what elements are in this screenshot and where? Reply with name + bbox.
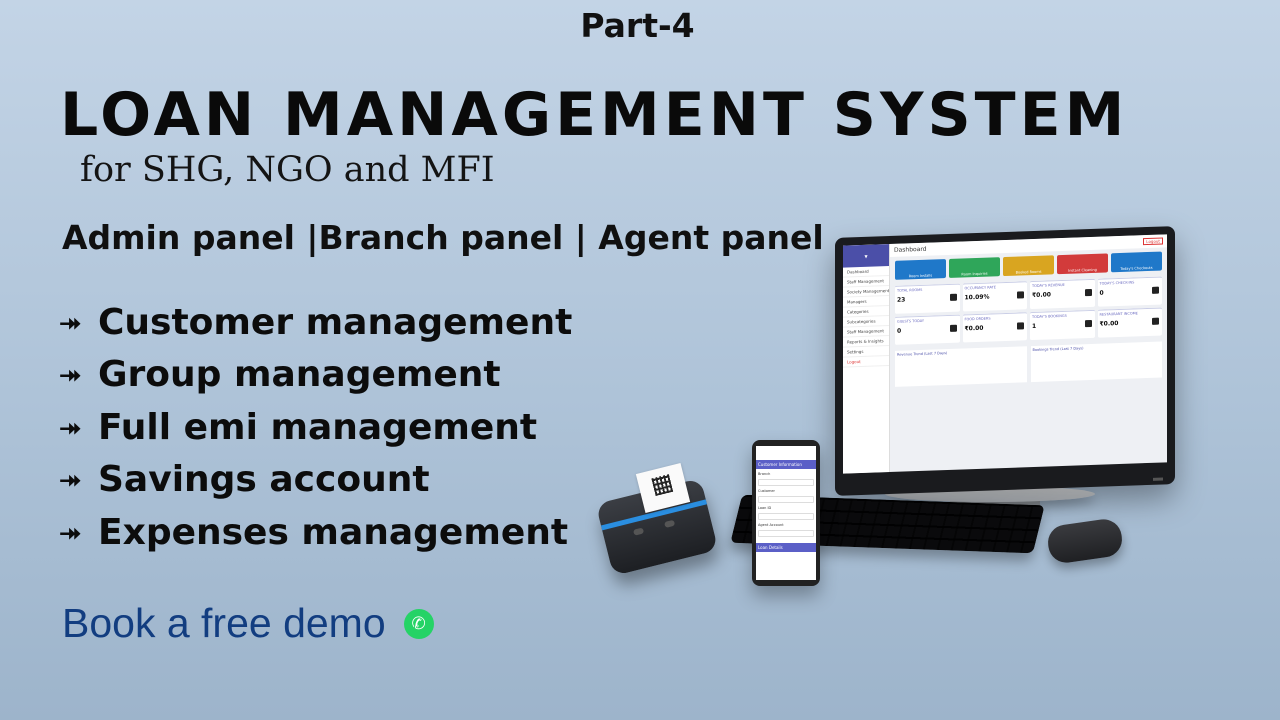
page-subtitle: for SHG, NGO and MFI — [80, 150, 495, 190]
feature-item: ⯮ Expenses management — [60, 506, 572, 559]
stat-label: TOTAL ROOMS — [897, 287, 923, 293]
quick-action-tile: Instant Cleaning — [1057, 253, 1108, 275]
stat-label: TODAY'S REVENUE — [1032, 282, 1065, 289]
stat-card: TODAY'S CHECK-INS 0 — [1097, 276, 1162, 307]
feature-item: ⯮ Savings account — [60, 454, 572, 507]
arrow-bullet-icon: ⯮ — [60, 411, 81, 442]
phone-field — [758, 479, 814, 486]
stat-card: TOTAL ROOMS 23 — [895, 283, 960, 314]
whatsapp-icon[interactable]: ✆ — [403, 608, 434, 639]
stat-label: RESTAURANT INCOME — [1099, 311, 1138, 317]
logout-button: Logout — [1143, 237, 1163, 246]
feature-item: ⯮ Full emi management — [60, 401, 572, 454]
phone-section-header: Loan Details — [756, 543, 816, 552]
quick-action-tile: Today's Checkouts — [1111, 251, 1162, 273]
arrow-bullet-icon: ⯮ — [60, 516, 81, 547]
phone-field — [758, 496, 814, 503]
phone-section-header: Customer Information — [756, 460, 816, 469]
chart-panels: Revenue Trend (Last 7 Days) Bookings Tre… — [895, 341, 1162, 387]
phone-field-label: Branch — [758, 472, 771, 476]
stat-icon — [949, 324, 957, 332]
mouse-image — [1045, 517, 1125, 565]
dashboard-title: Dashboard — [894, 245, 927, 254]
part-label: Part-4 — [580, 6, 695, 45]
stat-card: GUESTS TODAY 0 — [895, 314, 960, 345]
stat-icon — [1084, 319, 1092, 328]
stat-card: FOOD ORDERS ₹0.00 — [962, 312, 1027, 343]
stat-value: 0 — [1099, 289, 1104, 297]
stat-label: FOOD ORDERS — [964, 316, 991, 322]
monitor-image: ▼ Dashboard Staff Management Society Man… — [835, 226, 1175, 496]
printer-button — [664, 519, 676, 528]
stat-icon — [1017, 291, 1024, 299]
stat-value: 23 — [897, 296, 906, 304]
quick-action-tile: Booked Rooms — [1003, 255, 1054, 277]
qr-code-icon — [651, 474, 674, 496]
printer-button — [632, 527, 645, 536]
feature-label: Full emi management — [98, 406, 538, 448]
phone-field — [758, 513, 814, 520]
feature-label: Group management — [98, 354, 501, 396]
stat-label: GUESTS TODAY — [897, 318, 924, 324]
page-title: LOAN MANAGEMENT SYSTEM — [60, 80, 1129, 150]
phone-field-label: Agent Account — [758, 523, 784, 527]
stat-value: ₹0.00 — [1032, 291, 1051, 300]
quick-actions: Room Installs Room Inquiries Booked Room… — [895, 251, 1162, 280]
quick-action-tile: Room Inquiries — [949, 257, 1000, 278]
feature-label: Expenses management — [98, 511, 569, 553]
feature-label: Customer management — [98, 301, 573, 343]
feature-label: Savings account — [98, 459, 430, 501]
stat-value: 10.09% — [964, 293, 990, 302]
dashboard-screen: ▼ Dashboard Staff Management Society Man… — [843, 234, 1167, 474]
quick-action-tile: Room Installs — [895, 259, 946, 280]
arrow-bullet-icon: ⯮ — [60, 359, 81, 390]
phone-screen: Customer Information Branch Customer Loa… — [756, 446, 816, 580]
phone-field — [758, 530, 814, 537]
app-logo: ▼ — [843, 244, 889, 268]
book-demo-label: Book a free demo — [62, 600, 386, 646]
sidebar-item: Logout — [843, 356, 889, 368]
stat-label: OCCUPANCY RATE — [964, 285, 997, 291]
stat-value: 0 — [897, 327, 902, 335]
dashboard-sidebar: ▼ Dashboard Staff Management Society Man… — [843, 244, 890, 474]
stat-value: ₹0.00 — [964, 324, 984, 333]
stat-value: 1 — [1032, 322, 1037, 331]
stat-value: ₹0.00 — [1099, 320, 1119, 328]
power-led — [1153, 477, 1163, 481]
stat-card: TODAY'S BOOKINGS 1 — [1030, 309, 1095, 341]
stat-icon — [949, 293, 957, 301]
phone-image: Customer Information Branch Customer Loa… — [752, 440, 820, 586]
feature-list: ⯮ Customer management ⯮ Group management ⯮… — [60, 296, 572, 559]
arrow-bullet-icon: ⯮ — [60, 306, 81, 337]
stat-icon — [1084, 288, 1092, 297]
stat-label: TODAY'S CHECK-INS — [1099, 280, 1135, 286]
stat-card: OCCUPANCY RATE 10.09% — [962, 281, 1027, 312]
revenue-chart-panel: Revenue Trend (Last 7 Days) — [895, 346, 1027, 387]
book-demo-link[interactable]: Book a free demo ✆ — [62, 600, 434, 647]
stat-cards: TOTAL ROOMS 23 OCCUPANCY RATE 10.09% TODAY… — [895, 276, 1162, 345]
dashboard-main: Dashboard Logout Room Installs Room Inqu… — [890, 234, 1167, 472]
phone-field-label: Loan ID — [758, 506, 772, 510]
stat-icon — [1152, 286, 1159, 294]
feature-item: ⯮ Group management — [60, 349, 572, 402]
stat-icon — [1152, 317, 1159, 325]
stat-icon — [1017, 322, 1024, 330]
phone-field-label: Customer — [758, 489, 776, 493]
stat-label: TODAY'S BOOKINGS — [1032, 313, 1067, 320]
feature-item: ⯮ Customer management — [60, 296, 572, 349]
bookings-chart-panel: Bookings Trend (Last 7 Days) — [1030, 341, 1162, 383]
arrow-bullet-icon: ⯮ — [60, 464, 81, 495]
stat-card: RESTAURANT INCOME ₹0.00 — [1097, 307, 1162, 338]
stat-card: TODAY'S REVENUE ₹0.00 — [1030, 278, 1095, 310]
panels-line: Admin panel |Branch panel | Agent panel — [62, 218, 824, 257]
